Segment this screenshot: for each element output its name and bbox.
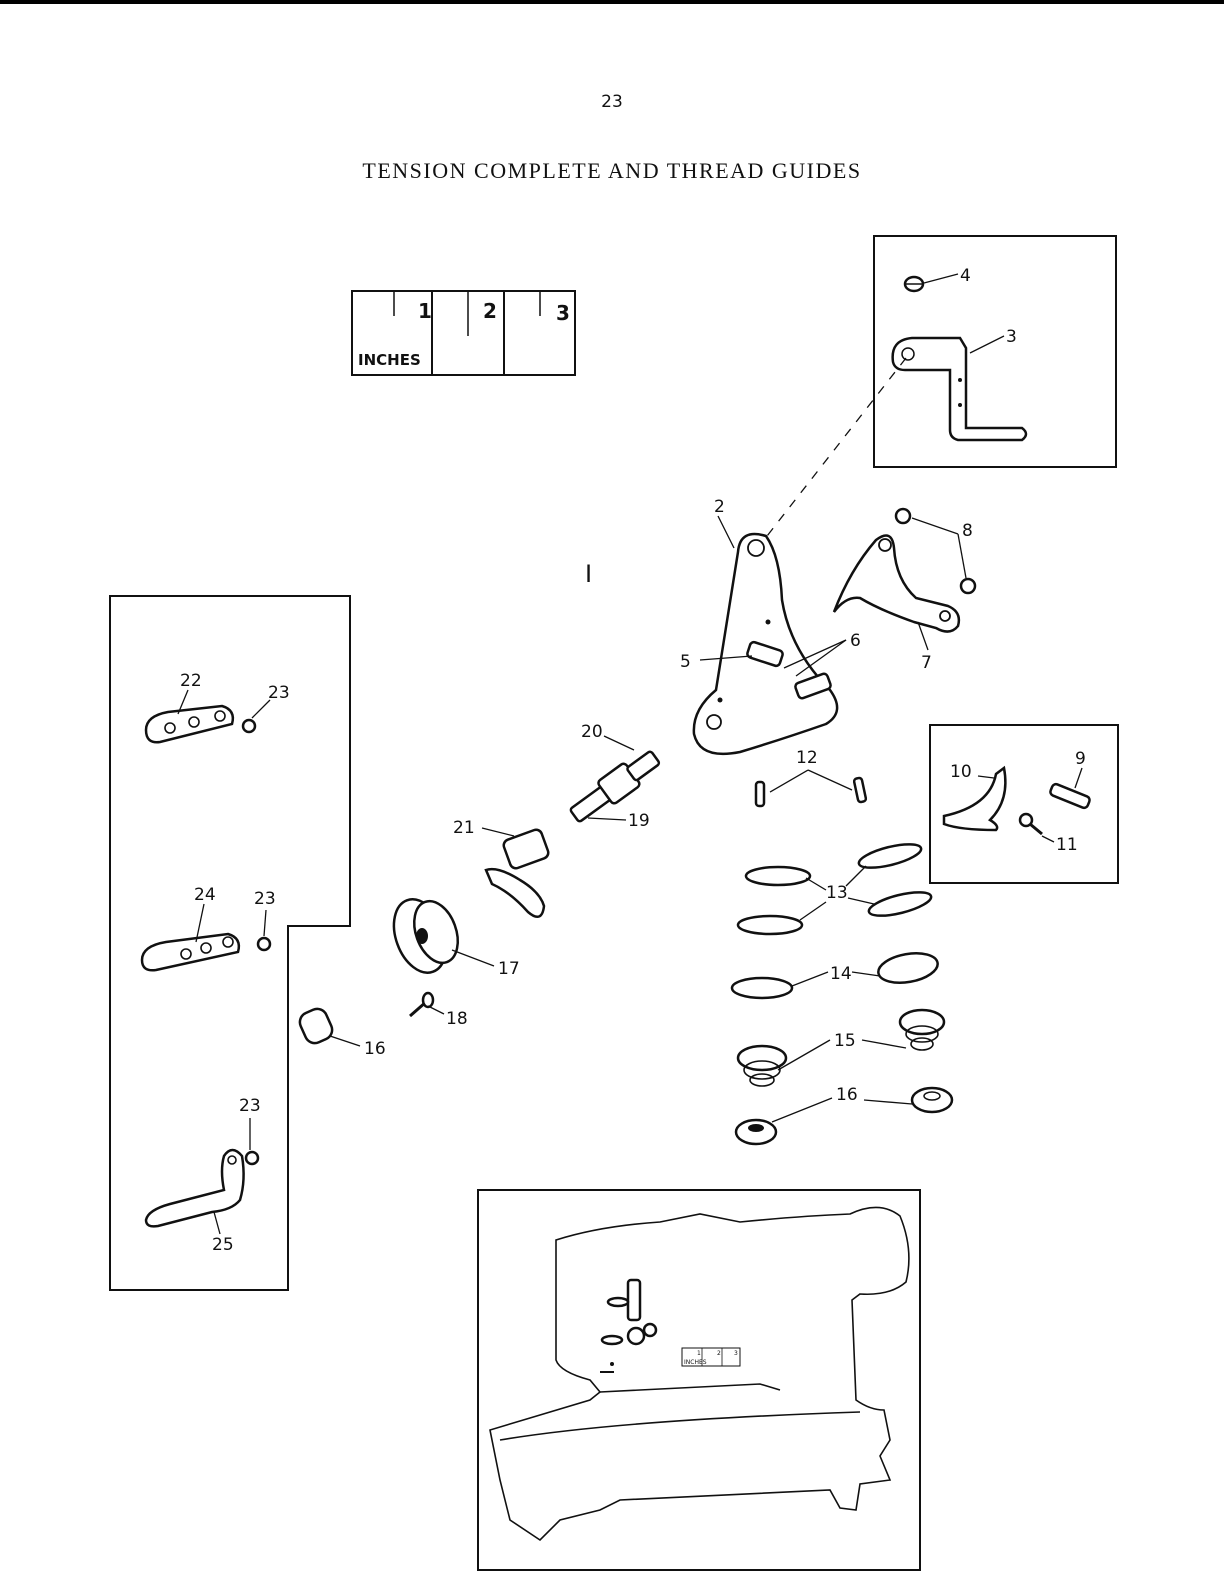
thumb-nut-left-icon <box>297 1006 360 1047</box>
label-part-16-left: 16 <box>364 1039 386 1059</box>
sewing-machine-outline-icon <box>490 1207 909 1540</box>
label-part-16-right: 16 <box>836 1085 858 1105</box>
label-part-25: 25 <box>212 1235 234 1255</box>
label-part-18: 18 <box>446 1009 468 1029</box>
stud-9-icon <box>1049 768 1091 809</box>
mini-ruler-unit: INCHES <box>684 1359 707 1366</box>
label-part-6: 6 <box>850 631 861 651</box>
thread-guide-22-icon <box>146 690 233 742</box>
tension-bracket-icon <box>694 516 837 754</box>
screw-23-bottom-icon <box>246 1118 258 1164</box>
label-part-14: 14 <box>830 964 852 984</box>
label-part-3: 3 <box>1006 327 1017 347</box>
dashed-leader <box>760 358 906 545</box>
screw-23-middle-icon <box>258 910 270 950</box>
ruler-number-3: 3 <box>556 301 570 325</box>
inch-ruler: 1 2 3 INCHES <box>352 291 575 375</box>
label-part-10: 10 <box>950 762 972 782</box>
label-part-20: 20 <box>581 722 603 742</box>
thread-guide-bracket-icon <box>893 336 1026 440</box>
label-part-12: 12 <box>796 748 818 768</box>
group-mark: I <box>585 560 592 588</box>
label-part-24: 24 <box>194 885 216 905</box>
screw-4-icon <box>905 274 958 291</box>
mini-ruler-number-3: 3 <box>734 1350 738 1357</box>
label-part-2: 2 <box>714 497 725 517</box>
thread-guides-panel: 22 23 24 23 25 23 <box>110 596 350 1290</box>
label-part-11: 11 <box>1056 835 1078 855</box>
label-part-5: 5 <box>680 652 691 672</box>
label-part-8: 8 <box>962 521 973 541</box>
tension-release-disc-icon <box>384 892 494 980</box>
machine-location-inset: 1 2 3 INCHES <box>478 1190 920 1570</box>
screw-11-icon <box>1020 814 1054 842</box>
label-part-15: 15 <box>834 1031 856 1051</box>
label-part-17: 17 <box>498 959 520 979</box>
label-part-23-top: 23 <box>268 683 290 703</box>
ruler-unit: INCHES <box>358 351 421 369</box>
screw-23-top-icon <box>243 700 270 732</box>
label-part-7: 7 <box>921 653 932 673</box>
check-spring-icon <box>482 828 550 917</box>
label-part-4: 4 <box>960 266 971 286</box>
ruler-number-1: 1 <box>418 299 432 323</box>
thread-guide-25-icon <box>146 1150 244 1234</box>
label-part-22: 22 <box>180 671 202 691</box>
screw-18-icon <box>410 993 444 1016</box>
label-part-21: 21 <box>453 818 475 838</box>
label-part-19: 19 <box>628 811 650 831</box>
mini-ruler-number-2: 2 <box>717 1350 721 1357</box>
label-part-23-bottom: 23 <box>239 1096 261 1116</box>
pin-12-icon <box>756 770 866 806</box>
mini-ruler-number-1: 1 <box>697 1350 701 1357</box>
mini-inch-ruler: 1 2 3 INCHES <box>682 1348 740 1366</box>
thread-guide-box: 4 3 <box>874 236 1116 467</box>
label-part-13: 13 <box>826 883 848 903</box>
label-part-9: 9 <box>1075 749 1086 769</box>
ruler-number-2: 2 <box>483 299 497 323</box>
label-part-23-middle: 23 <box>254 889 276 909</box>
thread-guide-24-icon <box>142 904 239 970</box>
thread-take-up-spring-box: 10 9 11 <box>930 725 1118 883</box>
